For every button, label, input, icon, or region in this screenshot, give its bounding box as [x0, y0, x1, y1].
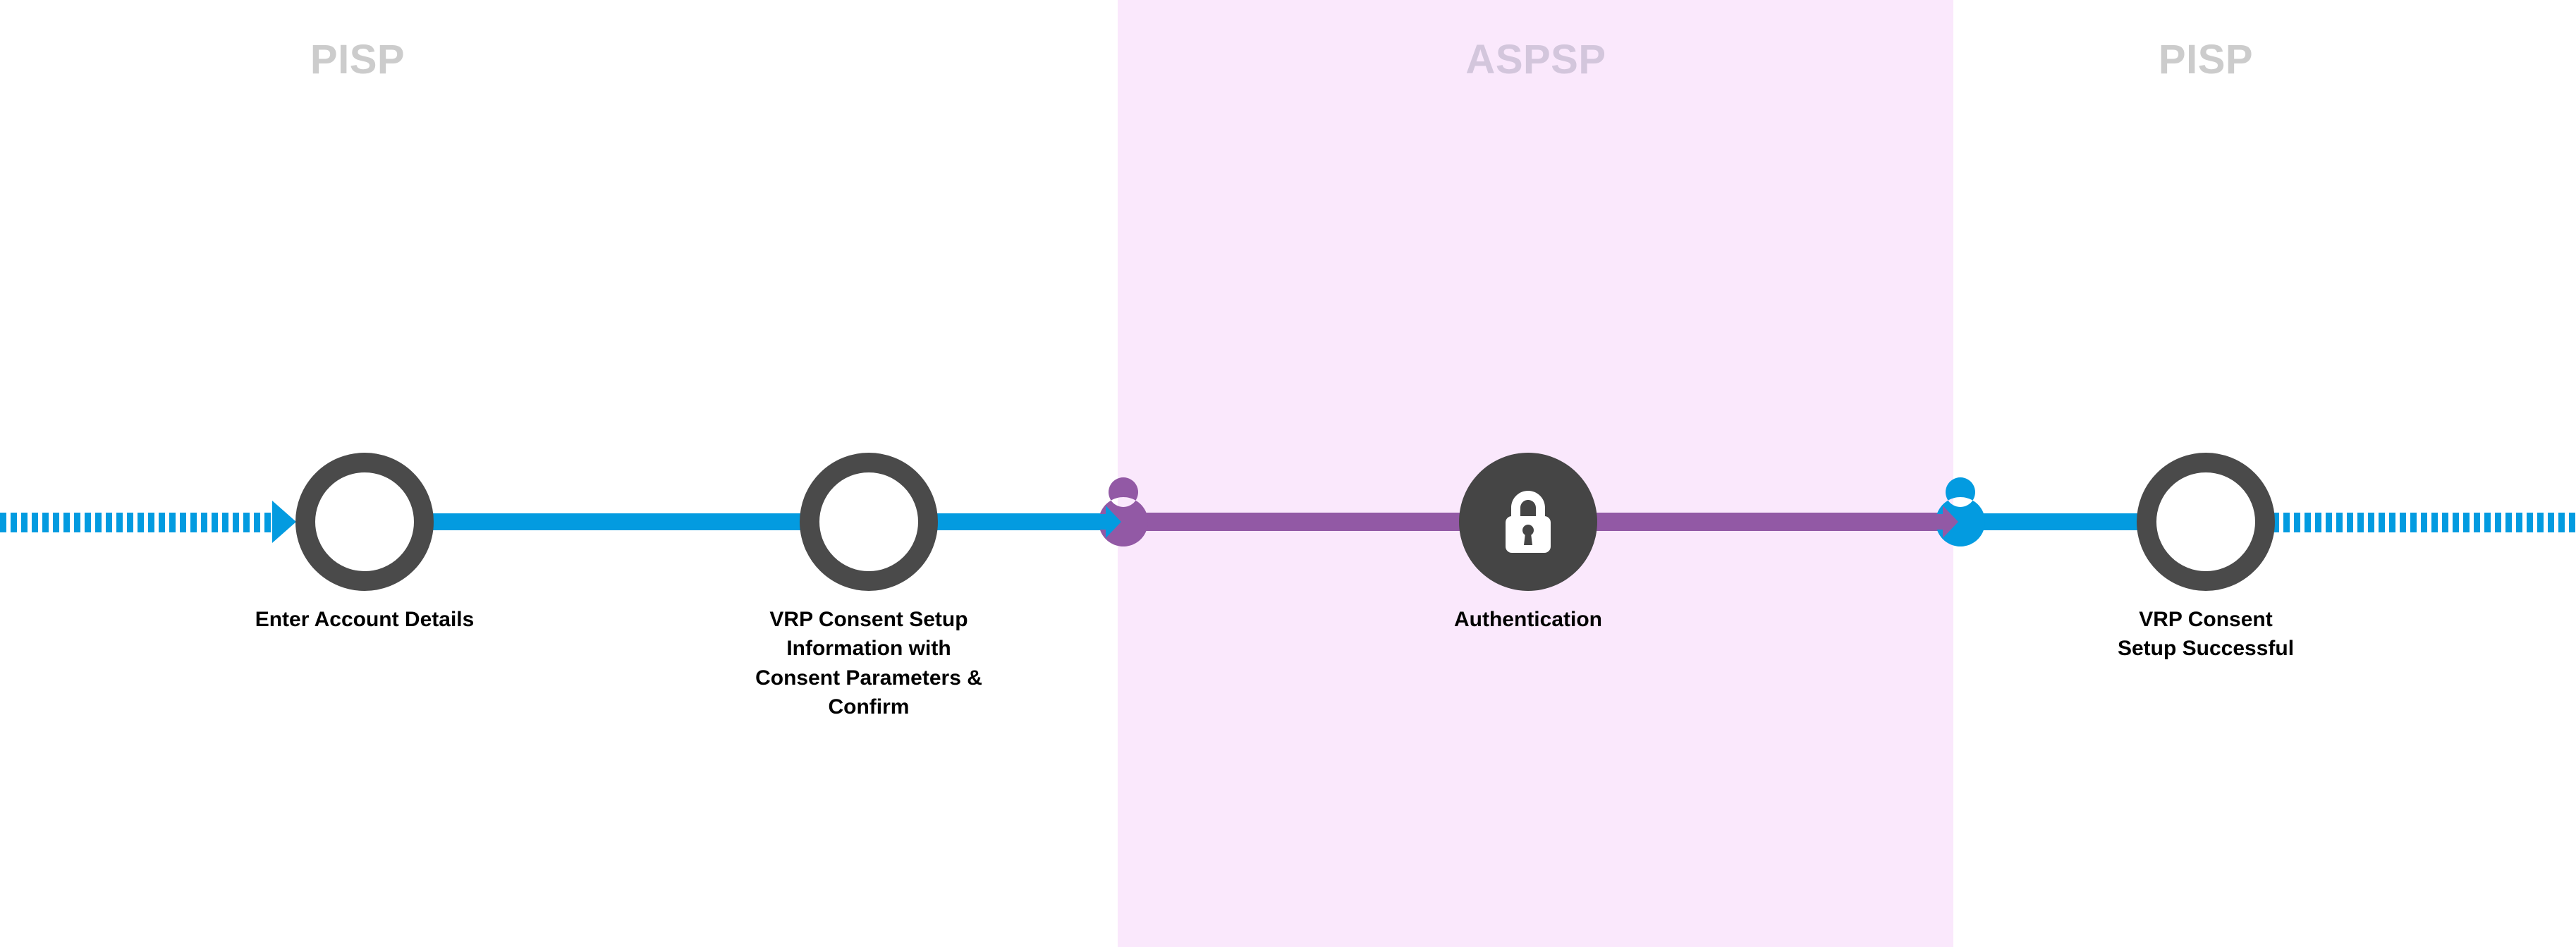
zone-label-pisp-right: PISP — [2158, 37, 2254, 83]
node-label-enter-account-details: Enter Account Details — [255, 608, 475, 631]
node-authentication[interactable] — [1459, 453, 1597, 591]
node-label-vrp-consent-setup-successful: VRP Consent Setup Successful — [2117, 608, 2295, 661]
zone-label-pisp-left: PISP — [310, 37, 405, 83]
connector-arrow-icon — [1069, 506, 1121, 538]
node-label-authentication: Authentication — [1454, 608, 1602, 631]
flow-segment-connector2-to-node4 — [1980, 513, 2138, 530]
node-enter-account-details[interactable] — [295, 453, 434, 591]
connector-handoff-pisp-to-aspsp[interactable] — [1069, 477, 1149, 548]
flow-segment-auth-to-connector2 — [1595, 513, 1960, 531]
lock-icon — [1497, 488, 1559, 556]
node-vrp-consent-setup-successful[interactable] — [2137, 453, 2275, 591]
node-vrp-consent-setup-information[interactable] — [800, 453, 938, 591]
start-arrow-icon — [272, 501, 296, 543]
flow-segment-connector1-to-auth — [1144, 513, 1462, 531]
flow-segment-node1-to-node2 — [429, 513, 801, 530]
zone-label-aspsp: ASPSP — [1465, 37, 1606, 83]
connector-arrow-icon — [1906, 506, 1958, 538]
flow-segment-exit-dashed — [2273, 513, 2576, 532]
connector-handoff-aspsp-to-pisp[interactable] — [1906, 477, 1986, 548]
node-label-vrp-consent-setup-information: VRP Consent Setup Information with Conse… — [755, 608, 982, 719]
flow-segment-entry-dashed — [0, 513, 274, 532]
